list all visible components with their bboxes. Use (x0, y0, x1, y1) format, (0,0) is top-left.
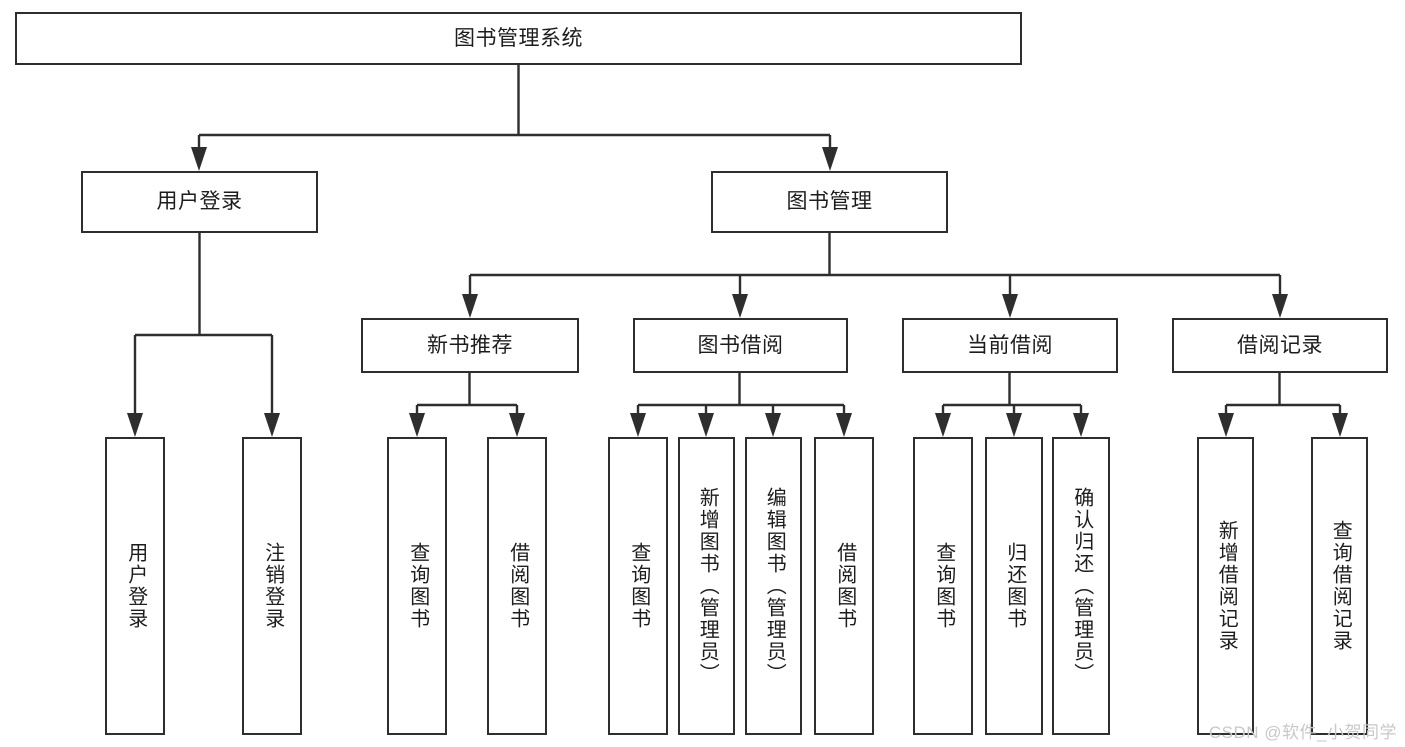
node-leaf-borrow-book-2[interactable]: 借阅图书 (814, 437, 874, 735)
node-book-manage[interactable]: 图书管理 (711, 171, 948, 233)
arrow-to-leaf-user-logout (264, 413, 280, 437)
node-leaf-confirm-return-label: 确认归还（管理员） (1070, 487, 1093, 685)
node-leaf-query-book-3-label: 查询图书 (932, 542, 955, 630)
node-leaf-edit-book[interactable]: 编辑图书（管理员） (745, 437, 802, 735)
node-leaf-query-book-1[interactable]: 查询图书 (387, 437, 447, 735)
arrow-to-leaf-confirm-return (1073, 413, 1089, 437)
node-new-book-recommend-label: 新书推荐 (427, 333, 513, 357)
node-borrow-record[interactable]: 借阅记录 (1172, 318, 1388, 373)
arrow-to-user-login (191, 147, 207, 171)
node-borrow-record-label: 借阅记录 (1237, 333, 1323, 357)
node-book-borrow-label: 图书借阅 (697, 333, 784, 357)
node-leaf-add-record-label: 新增借阅记录 (1215, 520, 1238, 652)
node-new-book-recommend[interactable]: 新书推荐 (361, 318, 579, 373)
arrow-to-borrow-record (1272, 294, 1288, 318)
arrow-to-book-manage (822, 147, 838, 171)
node-book-borrow[interactable]: 图书借阅 (633, 318, 848, 373)
node-leaf-borrow-book-2-label: 借阅图书 (833, 542, 856, 630)
node-leaf-confirm-return[interactable]: 确认归还（管理员） (1052, 437, 1110, 735)
arrow-to-leaf-borrow-book-1 (509, 413, 525, 437)
node-root-label: 图书管理系统 (454, 26, 583, 50)
arrow-to-leaf-edit-book (765, 413, 781, 437)
arrow-to-leaf-query-book-2 (630, 413, 646, 437)
node-leaf-borrow-book-1[interactable]: 借阅图书 (487, 437, 547, 735)
node-leaf-add-record[interactable]: 新增借阅记录 (1197, 437, 1254, 735)
arrow-to-current-borrow (1002, 294, 1018, 318)
arrow-to-leaf-query-book-1 (409, 413, 425, 437)
arrow-to-leaf-add-record (1218, 413, 1234, 437)
node-current-borrow[interactable]: 当前借阅 (902, 318, 1118, 373)
arrow-to-leaf-borrow-book-2 (836, 413, 852, 437)
node-leaf-user-login-label: 用户登录 (124, 542, 147, 630)
arrow-to-leaf-return-book (1006, 413, 1022, 437)
arrow-to-new-book-recommend (462, 294, 478, 318)
node-leaf-add-book[interactable]: 新增图书（管理员） (678, 437, 735, 735)
node-user-login-label: 用户登录 (156, 190, 243, 214)
node-leaf-user-logout-label: 注销登录 (261, 542, 284, 630)
node-book-manage-label: 图书管理 (786, 190, 873, 214)
arrow-to-book-borrow (732, 294, 748, 318)
node-leaf-add-book-label: 新增图书（管理员） (696, 487, 719, 685)
arrow-to-leaf-user-login (127, 413, 143, 437)
node-root[interactable]: 图书管理系统 (15, 12, 1022, 65)
node-user-login[interactable]: 用户登录 (81, 171, 318, 233)
node-leaf-query-record-label: 查询借阅记录 (1329, 520, 1352, 652)
node-leaf-query-book-1-label: 查询图书 (406, 542, 429, 630)
node-leaf-query-record[interactable]: 查询借阅记录 (1311, 437, 1368, 735)
watermark-text: CSDN @软件_小贺同学 (1208, 723, 1397, 742)
node-leaf-edit-book-label: 编辑图书（管理员） (763, 487, 786, 685)
node-leaf-query-book-2[interactable]: 查询图书 (608, 437, 668, 735)
node-leaf-borrow-book-1-label: 借阅图书 (506, 542, 529, 630)
arrow-to-leaf-query-record (1332, 413, 1348, 437)
node-current-borrow-label: 当前借阅 (967, 333, 1053, 357)
arrow-to-leaf-query-book-3 (935, 413, 951, 437)
node-leaf-return-book-label: 归还图书 (1003, 542, 1026, 630)
node-leaf-return-book[interactable]: 归还图书 (985, 437, 1043, 735)
node-leaf-user-login[interactable]: 用户登录 (105, 437, 165, 735)
arrow-to-leaf-add-book (698, 413, 714, 437)
node-leaf-user-logout[interactable]: 注销登录 (242, 437, 302, 735)
node-leaf-query-book-2-label: 查询图书 (627, 542, 650, 630)
node-leaf-query-book-3[interactable]: 查询图书 (913, 437, 973, 735)
